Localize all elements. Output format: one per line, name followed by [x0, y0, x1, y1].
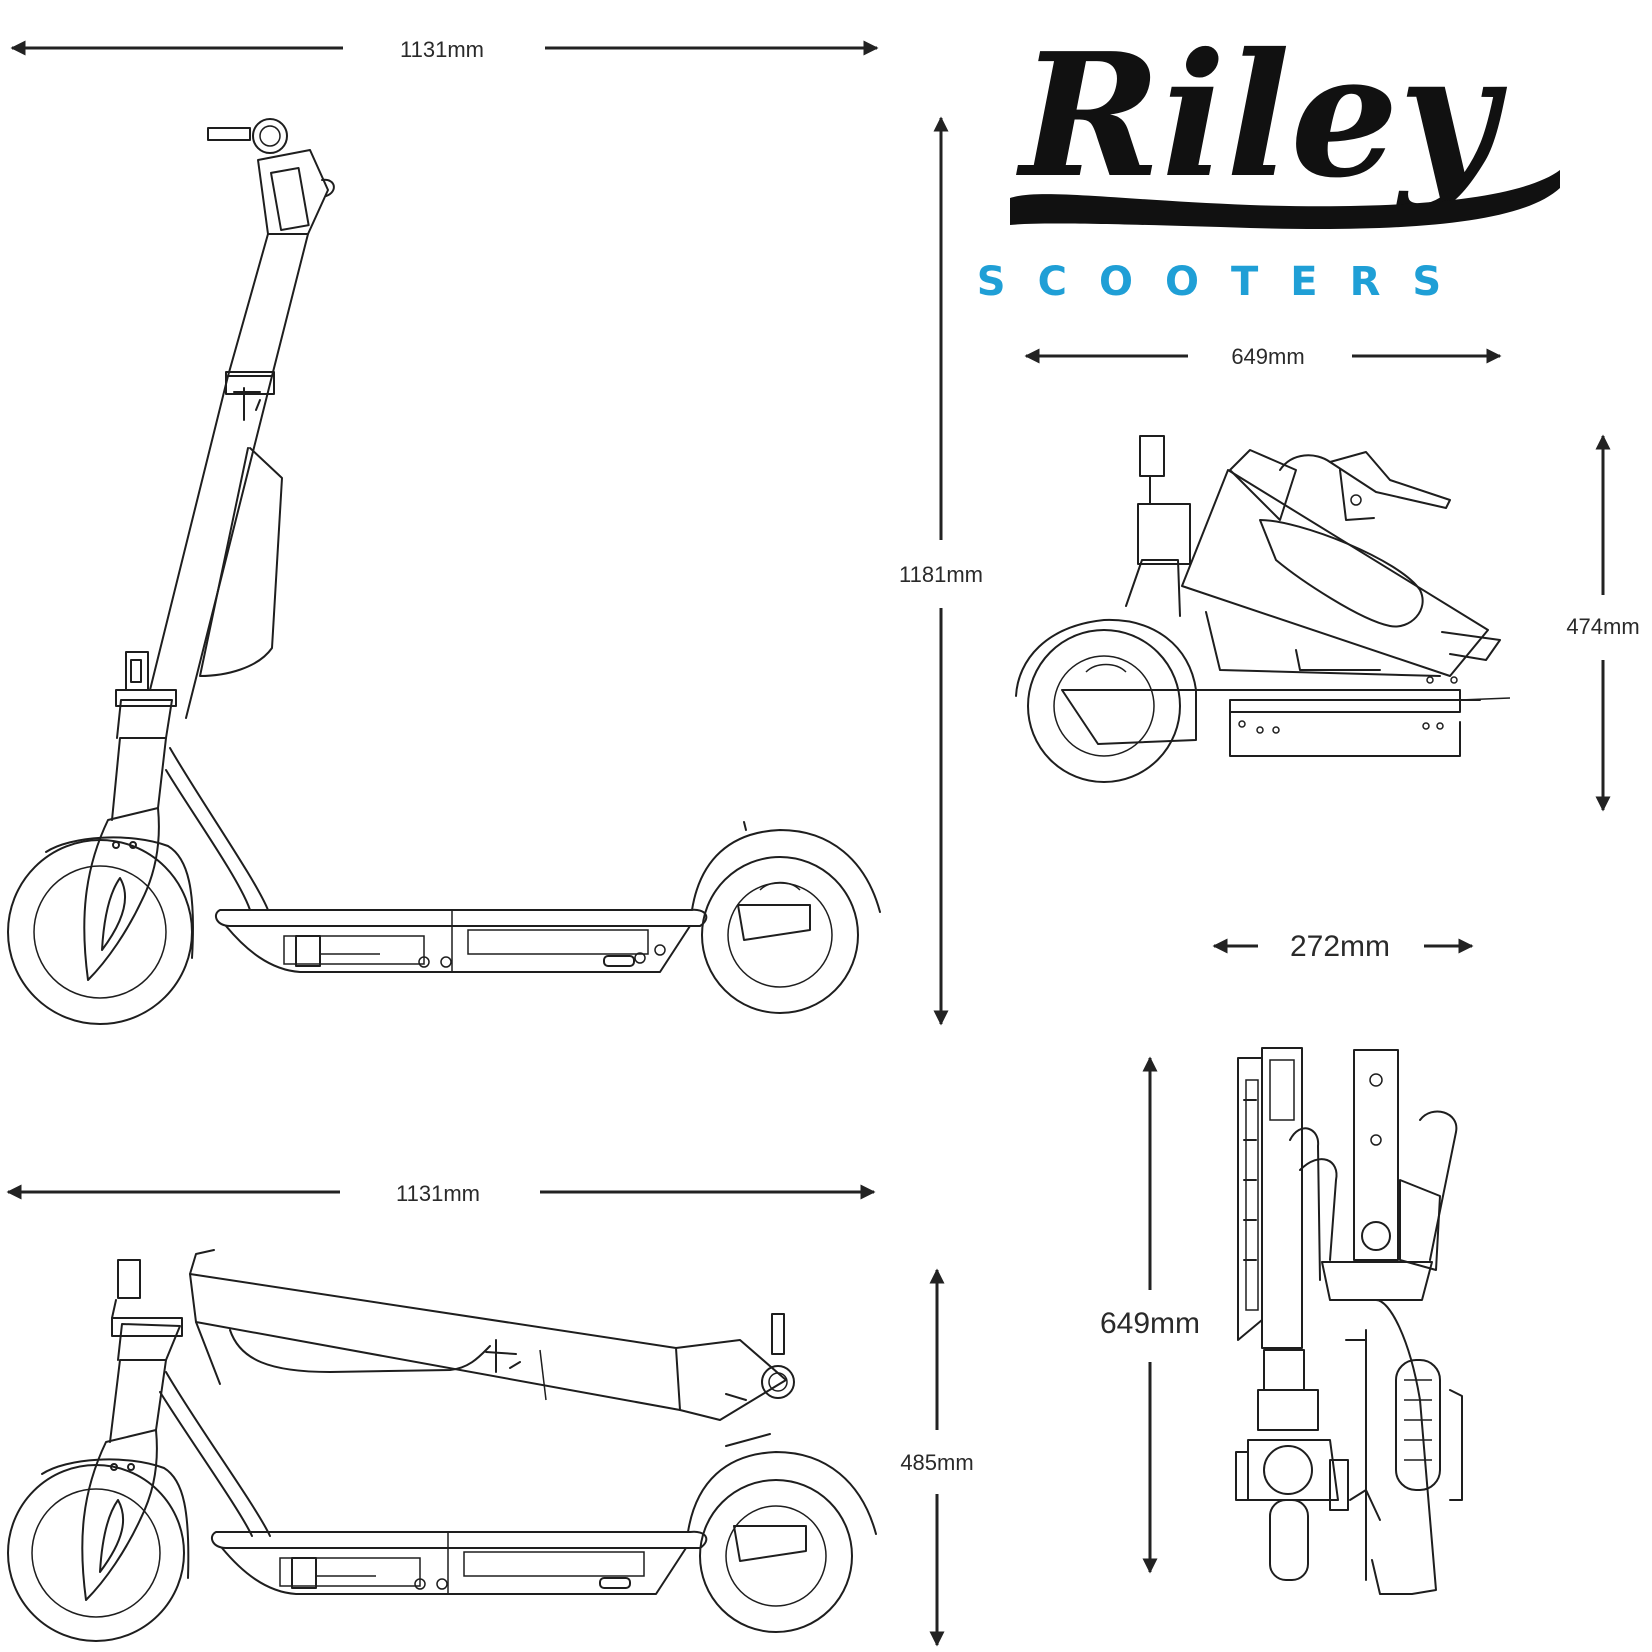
riley-logo: Riley SCOOTERS [977, 16, 1560, 305]
svg-text:1181mm: 1181mm [899, 562, 983, 587]
logo-swoosh [1010, 170, 1560, 229]
dimension-folded-length: 1131mm [6, 1181, 876, 1206]
dimension-upright-length: 1131mm [10, 37, 879, 62]
dimension-compact-height: 474mm [1566, 434, 1640, 812]
svg-text:474mm: 474mm [1566, 614, 1639, 639]
svg-text:1131mm: 1131mm [396, 1181, 480, 1206]
scooter-upright-side-view [7, 118, 881, 1025]
dimension-top-width: 272mm [1212, 930, 1474, 963]
dimension-compact-length: 649mm [1024, 344, 1502, 369]
svg-text:485mm: 485mm [900, 1450, 973, 1475]
riley-wordmark: Riley [1016, 16, 1508, 216]
svg-text:272mm: 272mm [1290, 930, 1390, 963]
scooter-folded-side-view [7, 1249, 877, 1642]
svg-text:649mm: 649mm [1231, 344, 1304, 369]
dimension-top-length: 649mm [1100, 1056, 1200, 1574]
svg-text:1131mm: 1131mm [400, 37, 484, 62]
scooter-top-folded-view [1235, 1047, 1463, 1595]
scooters-tagline: SCOOTERS [977, 259, 1473, 305]
svg-text:649mm: 649mm [1100, 1307, 1200, 1340]
dimension-folded-height: 485mm [900, 1268, 974, 1647]
dimension-upright-height: 1181mm [899, 116, 983, 1026]
scooter-compact-folded-view [1015, 435, 1511, 783]
